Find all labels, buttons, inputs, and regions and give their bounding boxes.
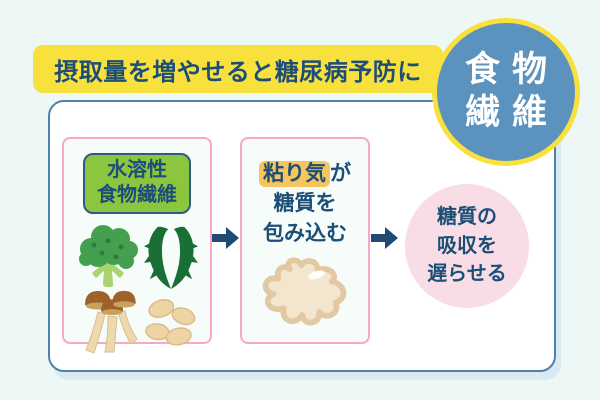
title-banner-text: 摂取量を増やせると糖尿病予防に: [54, 58, 422, 86]
viscosity-line3: 包み込む: [263, 221, 347, 245]
viscosity-line2: 糖質を: [273, 191, 337, 215]
arrow-right-icon: [371, 227, 398, 249]
blob-wrap: [242, 252, 368, 336]
result-line1: 糖質の: [437, 206, 497, 229]
result-line3: 遅らせる: [427, 263, 507, 286]
badge-line2: 繊維: [464, 93, 559, 132]
veg-row-bottom: [64, 284, 210, 356]
badge-line1: 食物: [464, 50, 559, 90]
viscosity-highlight: 粘り気: [259, 161, 330, 187]
viscous-blob-icon: [262, 257, 347, 326]
soluble-fiber-label-line2: 食物繊維: [97, 184, 177, 206]
viscosity-suffix: が: [330, 162, 351, 185]
result-line2: 吸収を: [437, 234, 497, 257]
arrow-right-icon: [212, 227, 239, 249]
title-banner: 摂取量を増やせると糖尿病予防に: [33, 45, 443, 93]
veg-row-top: [64, 223, 210, 291]
soybeans-icon: [145, 299, 196, 346]
wakame-icon: [144, 226, 198, 289]
result-circle: 糖質の 吸収を 遅らせる: [405, 184, 529, 308]
viscosity-text: 粘り気が 糖質を 包み込む: [242, 159, 368, 248]
step-soluble-fiber: 水溶性 食物繊維: [62, 137, 212, 354]
soluble-fiber-label: 水溶性 食物繊維: [83, 153, 191, 214]
dietary-fiber-badge: 食物 繊維: [432, 18, 580, 166]
step-viscosity: 粘り気が 糖質を 包み込む: [240, 137, 370, 344]
mushroom-icon: [85, 290, 138, 354]
soluble-fiber-label-line1: 水溶性: [107, 159, 167, 181]
broccoli-icon: [79, 225, 138, 287]
